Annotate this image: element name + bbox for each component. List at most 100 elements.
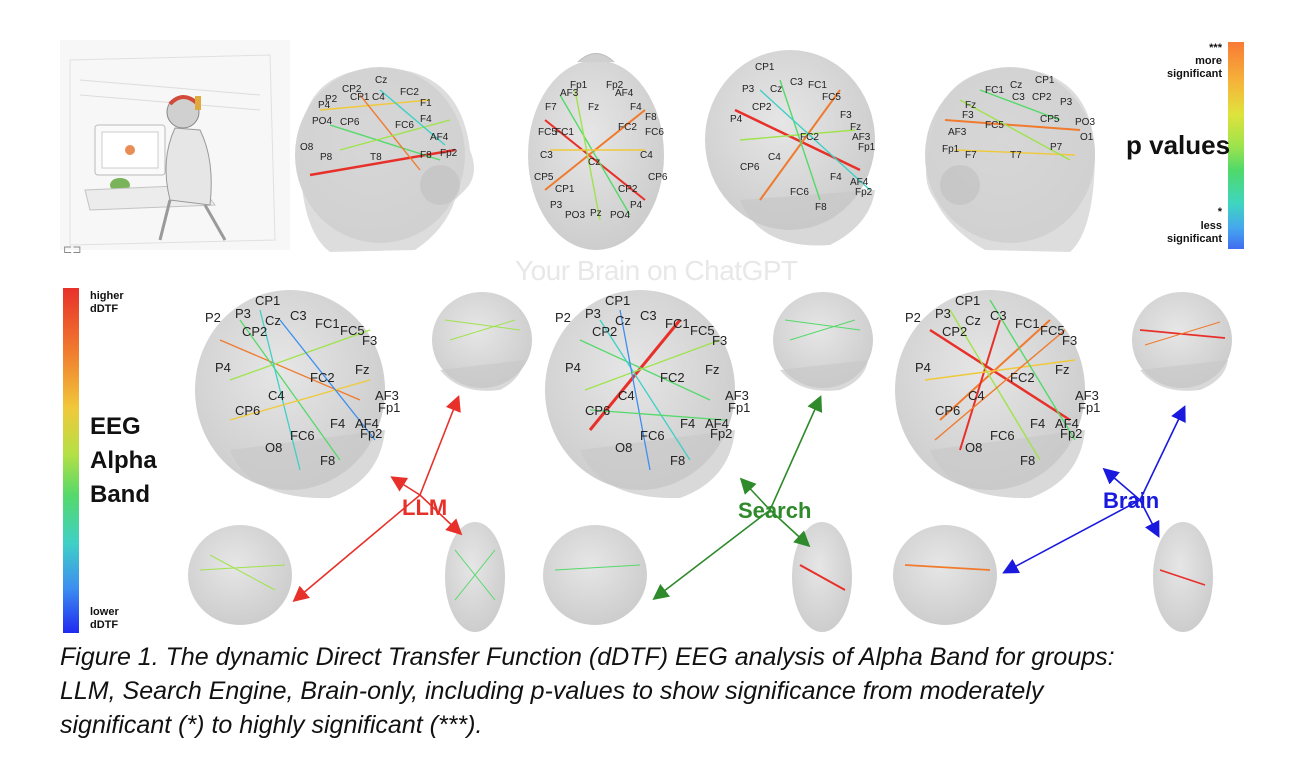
electrode-label: Cz (375, 75, 387, 86)
electrode-label: P4 (915, 360, 931, 375)
large-brain-brain-only (895, 290, 1085, 499)
electrode-label: P2 (205, 310, 221, 325)
electrode-label: FC6 (790, 187, 809, 198)
electrode-label: F3 (840, 110, 852, 121)
top-head-center (528, 53, 664, 250)
electrode-label: O1 (1080, 132, 1094, 143)
electrode-label: F4 (1030, 416, 1045, 431)
electrode-label: CP6 (648, 172, 668, 183)
small-head-brain-only (1132, 292, 1232, 391)
electrode-label: AF4 (430, 132, 449, 143)
electrode-label: C3 (540, 150, 553, 161)
electrode-label: Fp2 (1060, 426, 1082, 441)
top-right-connections (734, 79, 871, 201)
electrode-label: Cz (1010, 80, 1022, 91)
electrode-label: Fp1 (942, 144, 960, 155)
bottom-top-head-search (792, 522, 852, 632)
electrode-label: CP6 (340, 117, 360, 128)
electrode-label: AF3 (375, 388, 399, 403)
electrode-label: F4 (830, 172, 842, 183)
electrode-label: CP2 (752, 102, 772, 113)
large-brain-search (545, 290, 735, 499)
group-label-llm: LLM (402, 495, 448, 520)
electrode-label: P3 (742, 84, 755, 95)
bottom-side-head-brain-only (893, 525, 997, 625)
electrode-label: AF3 (725, 388, 749, 403)
electrode-label: CP2 (618, 184, 638, 195)
electrode-label: P4 (318, 100, 331, 111)
llm-arrows (292, 395, 463, 603)
electrode-label: FC2 (800, 132, 819, 143)
electrode-label: C4 (372, 92, 385, 103)
electrode-label: F8 (670, 453, 685, 468)
electrode-label: CP6 (740, 162, 760, 173)
electrode-label: AF3 (1075, 388, 1099, 403)
electrode-label: C3 (1012, 92, 1025, 103)
electrode-label: P3 (1060, 97, 1073, 108)
electrode-label: FC6 (640, 428, 665, 443)
electrode-label: F7 (965, 150, 977, 161)
electrode-label: C4 (768, 152, 781, 163)
bottom-top-head-brain-only (1153, 522, 1213, 632)
dtf-band-line-2: Alpha (90, 447, 157, 474)
pvalue-colorbar (1228, 42, 1244, 249)
electrode-label: FC1 (555, 127, 574, 138)
electrode-label: Fp1 (1078, 400, 1100, 415)
top-left-connections (309, 89, 456, 177)
electrode-label: Pz (590, 208, 602, 219)
electrode-label: AF3 (852, 132, 871, 143)
electrode-label: CP5 (1040, 114, 1060, 125)
top-center-connections (544, 89, 646, 221)
electrode-label: Fp2 (710, 426, 732, 441)
electrode-label: P2 (325, 94, 338, 105)
pvalue-title: p values (1126, 130, 1231, 160)
dtf-top-label-1: higher (90, 290, 124, 302)
electrode-label: CP2 (342, 84, 362, 95)
electrode-label: CP1 (555, 184, 575, 195)
electrode-label: PO4 (312, 116, 332, 127)
electrode-label: FC1 (808, 80, 827, 91)
dtf-band-title: EEG Alpha Band (90, 410, 157, 512)
figure-canvas: ⊏⊐ (63, 42, 1244, 633)
electrode-label: C3 (990, 308, 1007, 323)
electrode-label: AF3 (560, 88, 579, 99)
electrode-label: CP2 (592, 324, 617, 339)
dtf-bottom-label-1: lower (90, 606, 119, 618)
electrode-label: AF4 (615, 88, 634, 99)
electrode-label: FC5 (822, 92, 841, 103)
pvalue-top-stars: *** (1209, 42, 1222, 54)
electrode-label: F8 (320, 453, 335, 468)
electrode-label: FC5 (985, 120, 1004, 131)
electrode-label: C4 (618, 388, 635, 403)
electrode-label: C3 (640, 308, 657, 323)
electrode-label: F1 (420, 98, 432, 109)
electrode-label: FC6 (395, 120, 414, 131)
electrode-label: AF4 (355, 416, 379, 431)
electrode-label: FC1 (315, 316, 340, 331)
top-head-left (295, 67, 474, 252)
group-label-brain: Brain (1103, 488, 1160, 513)
small-head-llm (432, 292, 532, 391)
electrode-label: P3 (550, 200, 563, 211)
electrode-label: P4 (630, 200, 643, 211)
electrode-label: Fz (588, 102, 599, 113)
electrode-label: Fz (850, 122, 861, 133)
electrode-label: FC5 (538, 127, 557, 138)
bottom-side-head-llm (188, 525, 292, 625)
top-head-far-right (925, 67, 1095, 252)
electrode-label: Fp2 (606, 80, 624, 91)
electrode-label: Fz (965, 100, 976, 111)
electrode-label: F4 (680, 416, 695, 431)
electrode-label: CP6 (935, 403, 960, 418)
electrode-label: FC5 (690, 323, 715, 338)
electrode-label: CP6 (235, 403, 260, 418)
electrode-label: CP1 (350, 92, 370, 103)
electrode-label: PO3 (1075, 117, 1095, 128)
electrode-label: CP5 (534, 172, 554, 183)
electrode-label: C4 (268, 388, 285, 403)
electrode-label: FC5 (340, 323, 365, 338)
electrode-label: CP6 (585, 403, 610, 418)
electrode-label: Cz (588, 157, 600, 168)
